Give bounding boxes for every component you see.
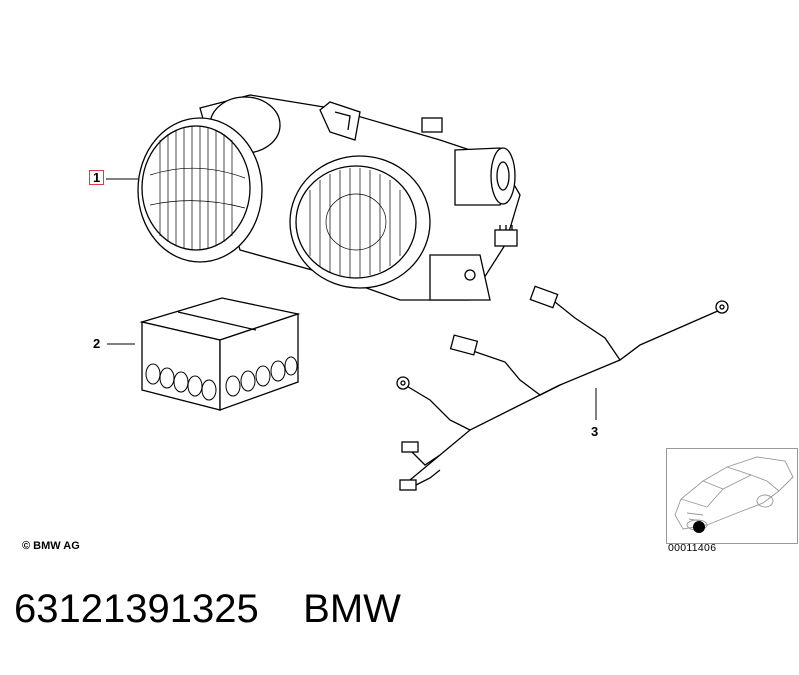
callout-1[interactable]: 1 [89, 170, 105, 185]
headlight-assembly-icon [137, 94, 521, 301]
diagram-code: 00011406 [668, 542, 717, 554]
leader-lines [106, 178, 597, 420]
part-number: 63121391325 [14, 587, 259, 631]
wiring-harness-icon [396, 285, 729, 491]
car-location-thumbnail [666, 448, 798, 544]
brand-name: BMW [303, 587, 401, 631]
copyright-label: © BMW AG [22, 540, 80, 552]
callout-3[interactable]: 3 [591, 424, 599, 439]
part-number-footer: 63121391325 BMW [14, 585, 401, 633]
car-location-icon [674, 456, 794, 533]
callout-2[interactable]: 2 [93, 336, 101, 351]
bulb-box-icon [139, 297, 301, 411]
